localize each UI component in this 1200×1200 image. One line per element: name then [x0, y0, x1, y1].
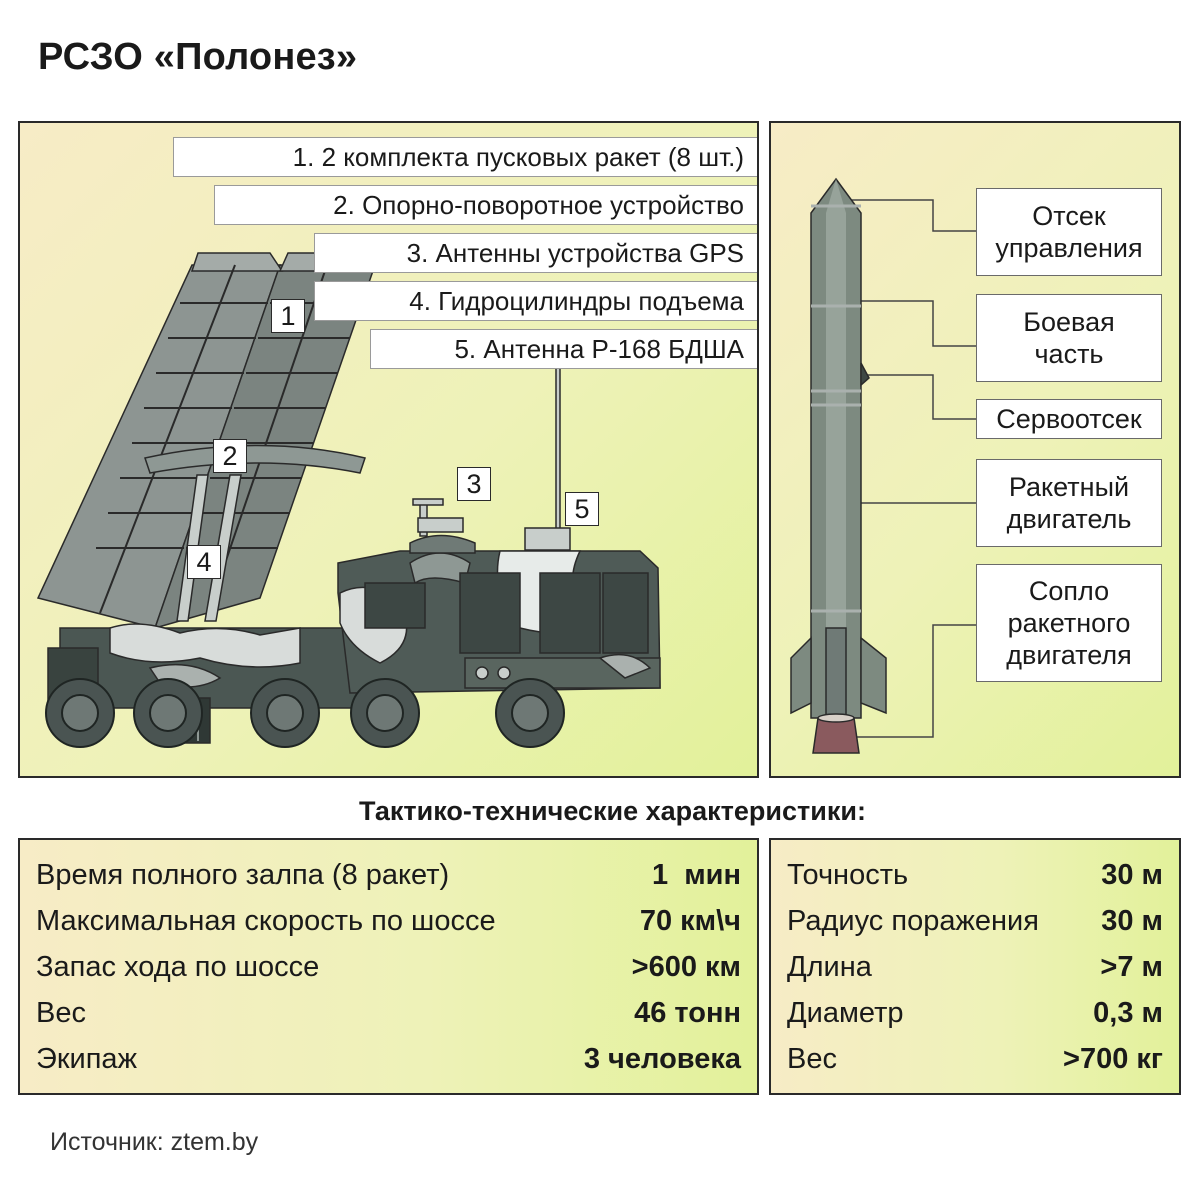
source-note: Источник: ztem.by: [50, 1128, 259, 1156]
spec-row: Время полного залпа (8 ракет) 1 мин: [36, 852, 741, 898]
rocket-illustration: [790, 177, 976, 754]
callout-5: 5: [565, 492, 599, 526]
spec-row: Вес 46 тонн: [36, 990, 741, 1036]
spec-label: Экипаж: [36, 1042, 137, 1075]
vehicle-label-turntable: 2. Опорно-поворотное устройство: [214, 185, 757, 225]
spec-label: Вес: [787, 1042, 837, 1075]
callout-1: 1: [271, 299, 305, 333]
spec-value: >600 км: [631, 950, 741, 983]
rocket-leader-lines: [843, 199, 976, 738]
specs-heading: Тактико-технические характеристики:: [359, 796, 866, 826]
spec-label: Максимальная скорость по шоссе: [36, 904, 496, 937]
vehicle-label-hydraulic-cylinders: 4. Гидроцилиндры подъема: [314, 281, 757, 321]
vehicle-label-gps-antennas: 3. Антенны устройства GPS: [314, 233, 757, 273]
spec-value: 70 км\ч: [639, 904, 741, 937]
rocket-specs-table: Точность 30 м Радиус поражения 30 м Длин…: [769, 838, 1181, 1095]
spec-label: Вес: [36, 996, 86, 1029]
spec-row: Максимальная скорость по шоссе 70 км\ч: [36, 898, 741, 944]
spec-label: Время полного залпа (8 ракет): [36, 858, 450, 891]
spec-row: Точность 30 м: [787, 852, 1163, 898]
callout-3: 3: [457, 467, 491, 501]
spec-row: Радиус поражения 30 м: [787, 898, 1163, 944]
spec-value: 3 человека: [583, 1042, 741, 1075]
spec-value: 0,3 м: [1093, 996, 1163, 1029]
vehicle-label-radio-antenna: 5. Антенна Р-168 БДША: [370, 329, 757, 369]
spec-value: 46 тонн: [634, 996, 741, 1029]
spec-row: Диаметр 0,3 м: [787, 990, 1163, 1036]
spec-label: Запас хода по шоссе: [36, 950, 320, 983]
spec-value: >7 м: [1100, 950, 1163, 983]
rocket-body: [790, 177, 887, 754]
spec-row: Длина >7 м: [787, 944, 1163, 990]
callout-4: 4: [187, 545, 221, 579]
spec-label: Диаметр: [787, 996, 904, 1029]
truck-wheels: [45, 678, 565, 748]
spec-row: Запас хода по шоссе >600 км: [36, 944, 741, 990]
vehicle-label-launch-containers: 1. 2 комплекта пусковых ракет (8 шт.): [173, 137, 757, 177]
vehicle-diagram-panel: 1. 2 комплекта пусковых ракет (8 шт.) 2.…: [18, 121, 759, 778]
spec-row: Экипаж 3 человека: [36, 1036, 741, 1082]
spec-row: Вес >700 кг: [787, 1036, 1163, 1082]
spec-value: 30 м: [1101, 858, 1163, 891]
rocket-part-servo-compartment: Сервоотсек: [976, 399, 1162, 439]
callout-2: 2: [213, 439, 247, 473]
page-title: РСЗО «Полонез»: [38, 36, 358, 78]
spec-label: Точность: [787, 858, 909, 891]
vehicle-specs-table: Время полного залпа (8 ракет) 1 мин Макс…: [18, 838, 759, 1095]
gps-antenna: [409, 498, 476, 554]
spec-label: Радиус поражения: [787, 904, 1039, 937]
radio-antenna: [524, 362, 571, 551]
truck-cab: [337, 550, 661, 694]
spec-value: >700 кг: [1063, 1042, 1163, 1075]
spec-value: 1 мин: [651, 858, 741, 891]
spec-label: Длина: [787, 950, 872, 983]
launcher-vehicle-illustration: [36, 252, 661, 748]
spec-value: 30 м: [1101, 904, 1163, 937]
